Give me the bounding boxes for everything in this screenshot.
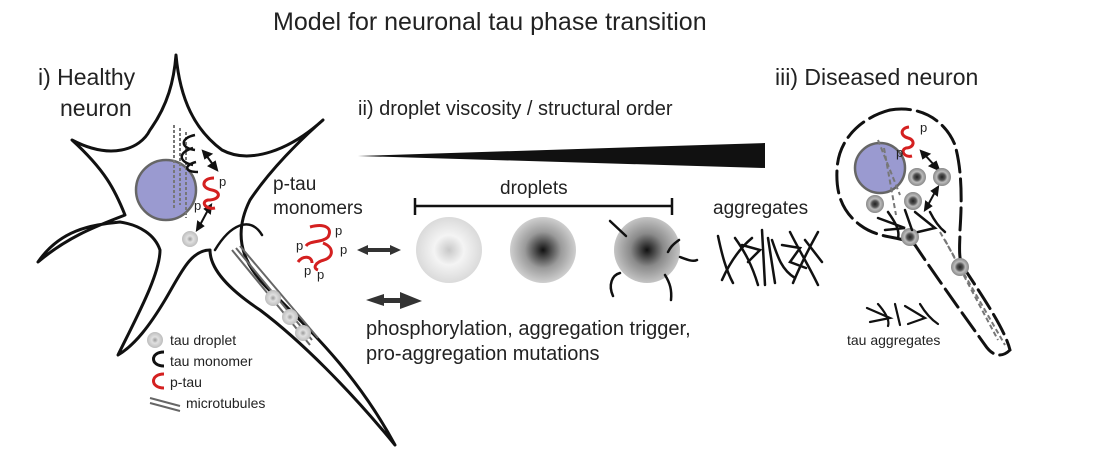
figure-title: Model for neuronal tau phase transition	[273, 8, 707, 36]
droplet-viscous	[510, 217, 576, 283]
ptau-p-marks: p p p p p	[296, 223, 347, 282]
legend-ptau-icon	[152, 372, 165, 390]
diseased-legend-label: tau aggregates	[847, 332, 941, 348]
triggers-label-line1: phosphorylation, aggregation trigger,	[366, 318, 691, 340]
diseased-panel-label: iii) Diseased neuron	[775, 64, 979, 90]
triggers-label-line2: pro-aggregation mutations	[366, 343, 600, 365]
diseased-legend-aggregates-icon	[865, 302, 940, 328]
axon-tau-droplet	[282, 309, 298, 325]
legend-tau-droplet-icon	[147, 332, 163, 348]
diseased-aggregates	[876, 208, 947, 240]
healthy-tau-monomers	[180, 133, 199, 174]
healthy-neuron-membrane	[36, 53, 397, 447]
healthy-panel-label-line2: neuron	[60, 95, 132, 121]
droplet-fibrils	[608, 219, 699, 302]
axon-tau-droplet	[265, 290, 281, 306]
ptau-label: p-tau	[273, 174, 317, 195]
p-mark: p	[920, 120, 927, 135]
healthy-microtubules	[173, 125, 187, 218]
p-mark: p	[340, 242, 347, 257]
monomer-droplet-arrow	[357, 245, 401, 255]
trigger-arrow	[366, 292, 422, 309]
monomers-label: monomers	[273, 198, 363, 219]
healthy-neuron-inner-process	[213, 223, 264, 252]
droplets-label: droplets	[500, 178, 568, 199]
legend-microtubules-label: microtubules	[186, 395, 266, 411]
ptau-monomers-cluster	[296, 224, 333, 272]
diseased-microtubules	[877, 139, 1006, 346]
droplet-liquid	[416, 217, 482, 283]
aggregates-label: aggregates	[713, 198, 809, 219]
healthy-tau-droplet	[182, 231, 198, 247]
diseased-neuron-membrane	[835, 107, 1012, 357]
diseased-arrows	[919, 149, 941, 213]
diseased-tau-droplets	[866, 168, 969, 276]
p-mark: p	[296, 238, 303, 253]
healthy-panel-label: i) Healthy	[38, 64, 136, 90]
aggregates-fibrils	[716, 228, 824, 287]
p-mark: p	[219, 174, 226, 189]
legend-tau-monomer-label: tau monomer	[170, 353, 253, 369]
axon-tau-droplet	[295, 325, 311, 341]
healthy-neuron	[36, 53, 397, 447]
droplets-bracket	[413, 198, 674, 215]
p-mark: p	[194, 198, 201, 213]
p-mark: p	[896, 145, 903, 160]
p-mark: p	[304, 263, 311, 278]
p-mark: p	[317, 267, 324, 282]
transition-panel-label: ii) droplet viscosity / structural order	[358, 98, 673, 120]
viscosity-wedge	[358, 143, 765, 168]
legend-tau-monomer-icon	[152, 350, 165, 368]
diseased-ptau	[900, 125, 915, 158]
legend-ptau-label: p-tau	[170, 374, 202, 390]
p-mark: p	[335, 223, 342, 238]
legend-tau-droplet-label: tau droplet	[170, 332, 237, 348]
healthy-ptau	[202, 176, 220, 210]
droplet-gel	[614, 217, 680, 283]
legend-microtubules-icon	[149, 397, 181, 412]
